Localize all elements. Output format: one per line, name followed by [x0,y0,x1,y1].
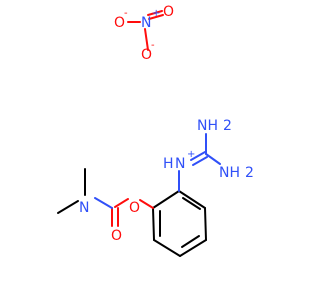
carbamate-o-carbonyl: O [111,228,122,244]
c-to-n-bond [94,197,113,209]
structure-diagram: O - N + O O - NH 2 NH 2 H N + O O N [57,4,254,257]
ring-bond-3-inner [181,235,200,248]
carbamate-n-dimethyl: N [79,200,89,216]
guanidinium-nh-plus-charge: + [187,149,195,160]
ring-bond-3 [179,239,207,257]
nitrate-bond-bottom [144,28,149,51]
n-methyl-left-bond [57,200,79,214]
guanidinium-nh2-right: NH [219,165,240,181]
guanidinium-nh2-top: NH [197,118,218,134]
guanidinium-nh2-top-sub: 2 [223,118,232,134]
nitrate-o-bottom-charge: - [151,40,155,51]
nitrate-o-left-charge: - [124,8,128,19]
nitrate-o-bottom: O [141,47,152,63]
guanidinium-nh-plus-n: N [175,156,185,172]
ring-bond-2 [204,207,207,241]
ring-bond-5 [152,207,155,241]
molecule-canvas: O - N + O O - NH 2 NH 2 H N + O O N [57,4,254,257]
nitrate-n-center-charge: + [152,8,160,19]
guanidinium-nh2-right-sub: 2 [245,165,254,181]
nitrate-o-top: O [163,4,174,20]
ester-o-to-c-bond [114,198,129,208]
carbamate-o-ester: O [129,200,140,216]
ring-to-ester-o-bond [139,199,154,209]
c-to-nh2-right-bond [205,153,221,165]
ring-bond-1 [178,190,206,209]
nh-to-c-bond-double [192,156,208,166]
nitrate-n-center: N [141,15,151,31]
guanidinium-nh-plus-h: H [163,156,174,172]
nitrate-bond-top-double [148,14,164,20]
ring-bond-1-inner [182,197,201,210]
ring-bond-6 [152,190,180,209]
nh-to-c-bond [190,151,206,161]
nitrate-o-left: O [114,15,125,31]
nitrate-bond-top [147,10,163,16]
ring-bond-4 [153,239,181,257]
